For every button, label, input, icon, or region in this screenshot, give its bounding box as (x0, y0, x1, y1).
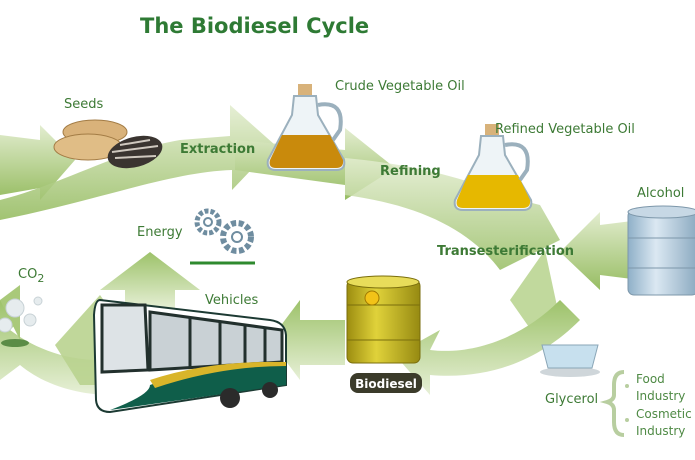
gears-icon (190, 208, 255, 265)
use-food-line1: Food (636, 372, 665, 386)
refined-oil-label: Refined Vegetable Oil (495, 122, 635, 137)
diagram-title: The Biodiesel Cycle (140, 14, 369, 38)
vehicles-label: Vehicles (205, 293, 258, 308)
refined-oil-jug-icon (453, 124, 533, 211)
transesterification-label: Transesterification (437, 244, 574, 259)
extraction-label: Extraction (180, 142, 255, 157)
biodiesel-label-badge (350, 373, 422, 393)
alcohol-barrel-icon (627, 205, 695, 296)
biodiesel-label: Biodiesel (355, 377, 417, 391)
co2-label: CO2 (18, 267, 44, 285)
brace-icon (599, 370, 625, 437)
use-food-line2: Industry (636, 389, 685, 403)
biodiesel-barrel-icon (346, 275, 421, 364)
use-cosmetic-line1: Cosmetic (636, 407, 692, 421)
crude-oil-label: Crude Vegetable Oil (335, 79, 465, 94)
glycerol-label: Glycerol (545, 392, 598, 407)
seeds-label: Seeds (64, 97, 104, 112)
crude-oil-jug-icon (266, 84, 346, 171)
bullet-icon (625, 418, 629, 422)
lower-flow-arrows (0, 252, 580, 395)
use-cosmetic-line2: Industry (636, 424, 685, 438)
bullet-icon (625, 384, 629, 388)
glycerol-bowl-icon (540, 344, 600, 377)
refining-label: Refining (380, 164, 441, 179)
bus-icon (92, 298, 287, 414)
energy-label: Energy (137, 225, 183, 240)
co2-bubbles-icon (0, 296, 43, 347)
alcohol-label: Alcohol (637, 186, 684, 201)
seeds-icon (53, 119, 163, 169)
